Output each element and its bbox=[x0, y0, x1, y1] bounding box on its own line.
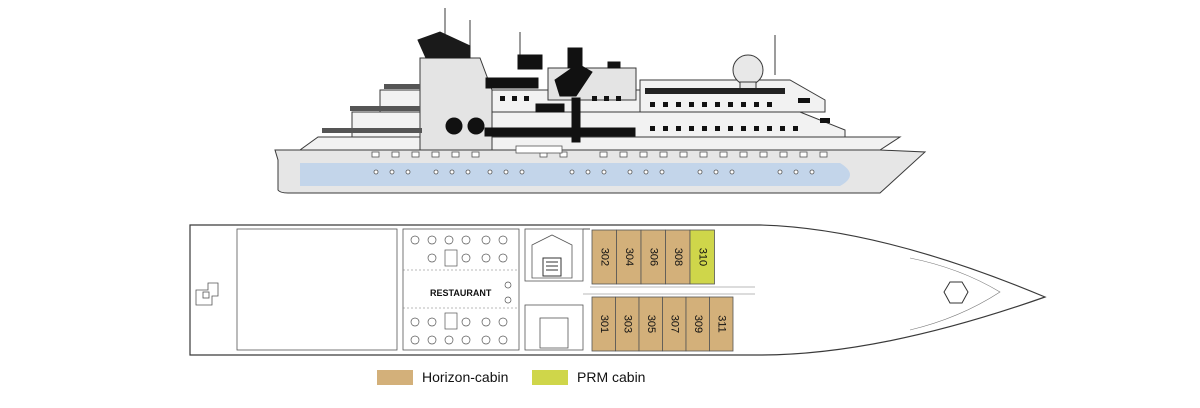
cabin-number-303: 303 bbox=[621, 315, 633, 333]
cabin-310-area[interactable] bbox=[689, 229, 715, 285]
cabin-310[interactable]: 310 bbox=[689, 229, 715, 285]
stern-stairs bbox=[195, 282, 219, 306]
superstructure-lower bbox=[298, 136, 902, 151]
cabin-number-301: 301 bbox=[598, 315, 610, 333]
cabin-303[interactable]: 303 bbox=[615, 296, 640, 352]
cabin-number-308: 308 bbox=[672, 248, 684, 266]
cabins-bottom-row: 301 303 305 307 309 311 bbox=[591, 296, 734, 352]
hull-stripe bbox=[300, 163, 850, 186]
cabin-306[interactable]: 306 bbox=[640, 229, 666, 285]
legend-horizon-label: Horizon-cabin bbox=[422, 369, 509, 385]
cabin-number-307: 307 bbox=[668, 315, 680, 333]
legend-horizon: Horizon-cabin bbox=[377, 369, 508, 385]
cabin-302-area[interactable] bbox=[591, 229, 617, 285]
aft-upper-deck bbox=[639, 79, 826, 113]
restaurant-tables-lower bbox=[410, 281, 512, 345]
elevator-icon bbox=[542, 257, 562, 277]
cabin-305[interactable]: 305 bbox=[638, 296, 663, 352]
cabin-311-area[interactable] bbox=[709, 296, 734, 352]
cabin-306-area[interactable] bbox=[640, 229, 666, 285]
ship-profile-illustration bbox=[274, 8, 927, 194]
lift-lobby bbox=[524, 228, 584, 282]
radar-dome bbox=[732, 54, 764, 86]
legend-prm-swatch bbox=[532, 369, 568, 385]
cabin-309[interactable]: 309 bbox=[685, 296, 710, 352]
legend-prm-label: PRM cabin bbox=[577, 369, 646, 385]
cabin-number-305: 305 bbox=[645, 315, 657, 333]
cabin-308[interactable]: 308 bbox=[665, 229, 691, 285]
deck-hull-outline bbox=[189, 224, 1047, 356]
restaurant-tables-upper bbox=[410, 235, 508, 267]
cabin-number-309: 309 bbox=[692, 315, 704, 333]
legend-prm: PRM cabin bbox=[532, 369, 645, 385]
cabin-304[interactable]: 304 bbox=[616, 229, 642, 285]
cabin-308-area[interactable] bbox=[665, 229, 691, 285]
bridge-block bbox=[419, 57, 493, 151]
cabin-number-311: 311 bbox=[715, 315, 727, 333]
cabin-number-304: 304 bbox=[623, 248, 635, 266]
cabin-311[interactable]: 311 bbox=[709, 296, 734, 352]
cabin-307[interactable]: 307 bbox=[662, 296, 687, 352]
legend-horizon-swatch bbox=[377, 369, 413, 385]
cabin-number-306: 306 bbox=[647, 248, 659, 266]
cabin-number-310: 310 bbox=[696, 248, 708, 266]
crane bbox=[417, 31, 471, 59]
cabin-301[interactable]: 301 bbox=[591, 296, 616, 352]
restaurant-label: RESTAURANT bbox=[430, 288, 492, 298]
cabins-top-row: 302 304 306 308 310 bbox=[591, 229, 715, 285]
bow-anchor-hatch bbox=[943, 281, 969, 304]
cabin-number-302: 302 bbox=[598, 248, 610, 266]
cabin-302[interactable]: 302 bbox=[591, 229, 617, 285]
